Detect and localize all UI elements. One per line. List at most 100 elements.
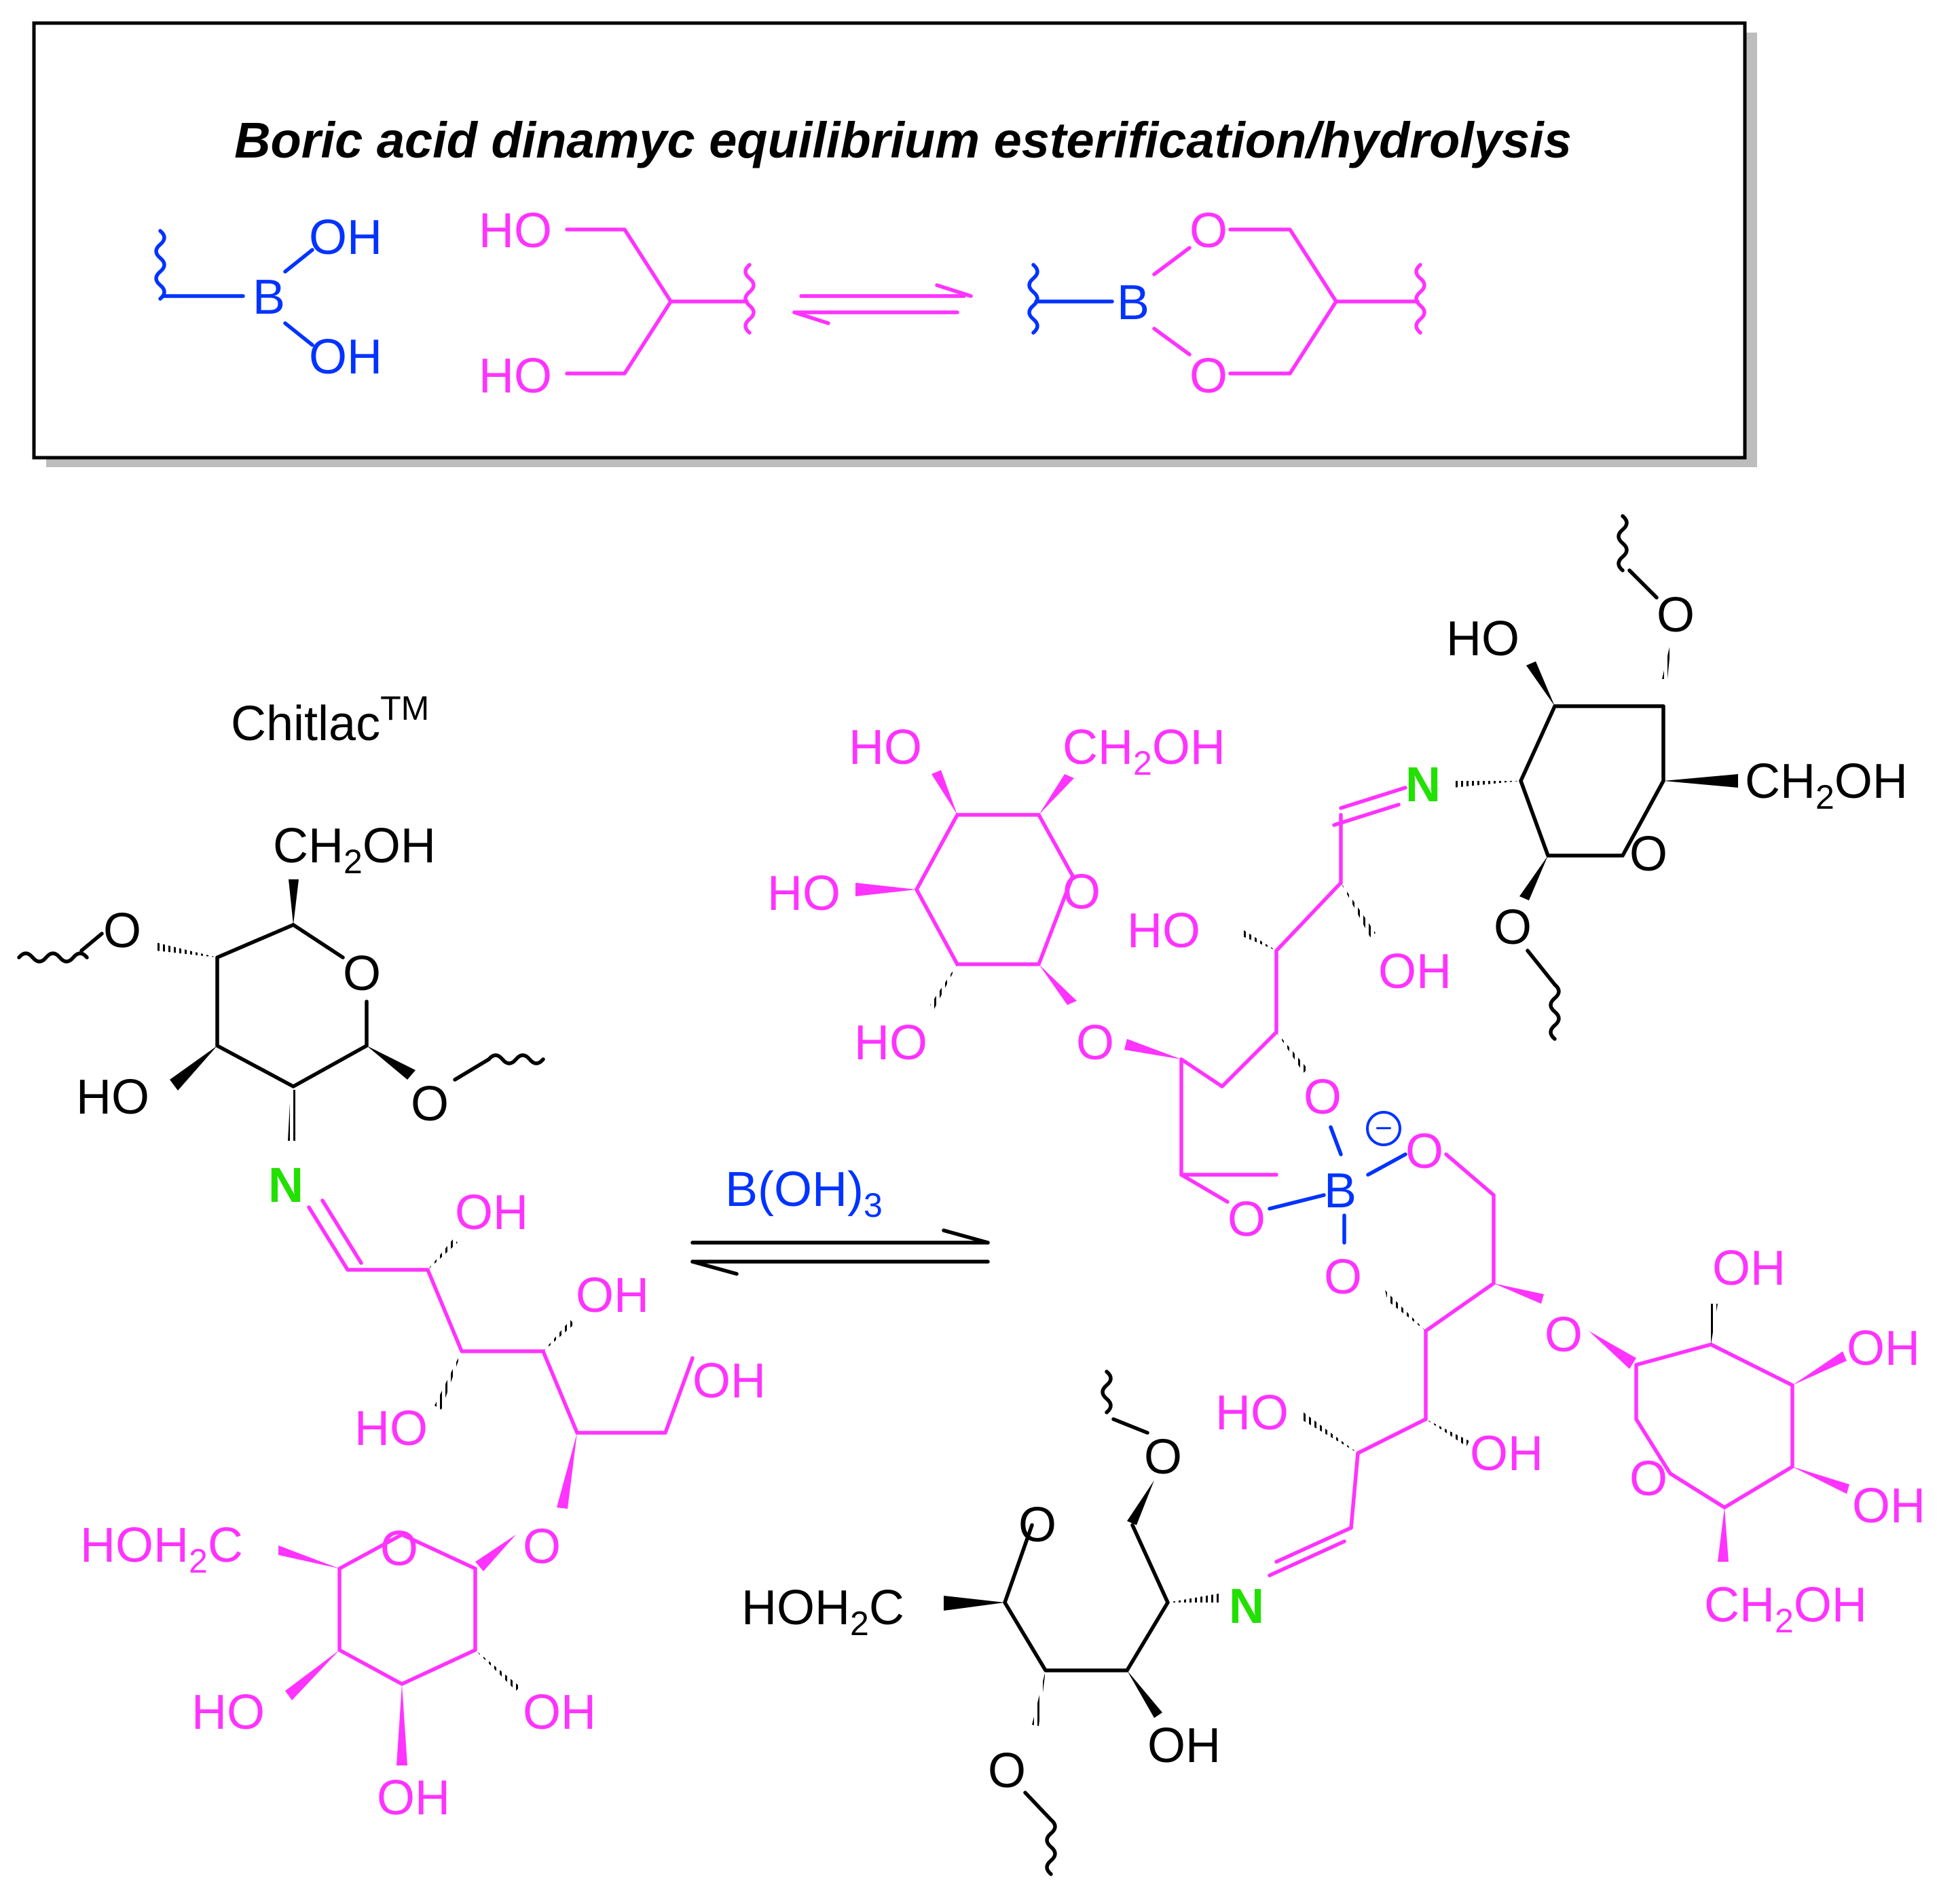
hash-bond xyxy=(1710,1304,1718,1344)
box-title: Boric acid dinamyc equilibrium esterific… xyxy=(234,112,1572,168)
wavy-bond xyxy=(743,263,756,335)
ester-boron: B xyxy=(1117,276,1149,330)
wavy-bond xyxy=(1045,1818,1057,1876)
gal-oh-1: OH xyxy=(523,1685,596,1740)
oh-3: OH xyxy=(693,1354,766,1408)
hash-bond xyxy=(1662,638,1672,679)
diol: HO HO xyxy=(479,204,756,403)
borate-o3: O xyxy=(1405,1124,1443,1179)
hash-bond xyxy=(435,1351,462,1410)
borate-boron: B xyxy=(1324,1164,1357,1218)
top-o: O xyxy=(1657,588,1695,642)
wedge xyxy=(1127,1480,1154,1525)
top-lac-ring-o: O xyxy=(1063,865,1101,919)
top-ring-o: O xyxy=(1629,827,1667,881)
hash-bond xyxy=(1426,1419,1469,1446)
top-lac-ch2oh: CH2OH xyxy=(1063,720,1225,782)
wedge xyxy=(1124,1039,1181,1059)
oh-upper: OH xyxy=(309,210,382,265)
bot-hoh2c: HOH2C xyxy=(741,1581,904,1643)
wedge xyxy=(289,879,299,925)
wedge xyxy=(170,1046,217,1091)
ho-upper: HO xyxy=(479,204,552,258)
wedge xyxy=(1526,661,1555,706)
bot-lac-ho1: HO xyxy=(1215,1386,1289,1440)
ester-o-upper: O xyxy=(1189,204,1228,258)
reagent-arrow: B(OH)3 xyxy=(690,1162,990,1276)
bot-lac-ch2oh: CH2OH xyxy=(1704,1578,1867,1640)
top-lac-ho3: HO xyxy=(854,1016,927,1070)
hash-bond xyxy=(1032,1670,1046,1726)
product-top-chitosan: O HO N CH2OH O O xyxy=(1405,514,1908,1041)
o-right: O xyxy=(411,1077,449,1131)
bot-lac-oh1: OH xyxy=(1712,1241,1786,1296)
wedge xyxy=(475,1535,516,1571)
top-ho: HO xyxy=(1446,612,1519,666)
wedge xyxy=(1663,774,1738,788)
hash-bond xyxy=(1168,1593,1222,1603)
o-link: O xyxy=(523,1520,561,1574)
top-n: N xyxy=(1405,758,1441,812)
bot-top-o: O xyxy=(1144,1430,1182,1484)
wedge xyxy=(1494,1283,1544,1304)
ho-2: HO xyxy=(354,1402,428,1456)
top-lac-o-link: O xyxy=(1076,1016,1114,1070)
bot-n: N xyxy=(1229,1579,1264,1634)
bot-lac-oh2: OH xyxy=(1470,1427,1543,1481)
hash-bond xyxy=(475,1650,520,1691)
bot-oh: OH xyxy=(1147,1719,1221,1773)
o-left: O xyxy=(103,904,141,958)
charge-symbol: − xyxy=(1375,1112,1392,1145)
top-lac-ho1: HO xyxy=(849,720,922,775)
gal-hoh2c: HOH2C xyxy=(80,1518,243,1580)
hash-bond xyxy=(1276,1032,1308,1073)
ho-lower: HO xyxy=(479,349,552,403)
borate-crosslinked-product: O HO N CH2OH O O HO CH2OH O HO HO xyxy=(741,514,1925,1876)
wedge xyxy=(278,1545,339,1569)
wedge xyxy=(1792,1467,1849,1494)
product-bottom-chitosan: O O HOH2C N OH O xyxy=(741,1370,1264,1876)
wedge xyxy=(1039,774,1074,815)
wedge xyxy=(557,1433,577,1509)
wavy-bond xyxy=(1027,263,1039,335)
bot-lac-ring-o: O xyxy=(1629,1452,1667,1506)
borate-center: B − O O xyxy=(1268,1111,1443,1304)
wedge xyxy=(367,1046,416,1080)
wedge xyxy=(1718,1507,1729,1562)
wedge xyxy=(1127,1670,1162,1718)
ho: HO xyxy=(76,1070,149,1124)
oh-1: OH xyxy=(455,1186,528,1240)
product-bottom-lactose: O HO OH OH OH O OH CH2OH xyxy=(1215,1152,1925,1640)
wedge xyxy=(931,770,957,815)
bot-bottom-o: O xyxy=(988,1744,1026,1798)
equilibrium-box: Boric acid dinamyc equilibrium esterific… xyxy=(32,21,1757,467)
chitlac-reactant: ChitlacTM CH2OH O O HO O N OH OH HO OH xyxy=(17,689,766,1825)
top-lac-o-b2: O xyxy=(1228,1192,1266,1247)
hash-bond xyxy=(1453,781,1521,788)
hash-bond xyxy=(1341,883,1376,937)
wedge xyxy=(855,883,917,896)
negative-charge xyxy=(1366,1111,1401,1146)
wavy-bond xyxy=(154,229,166,301)
hash-bond xyxy=(1241,930,1276,951)
gal-ring-o: O xyxy=(380,1522,418,1576)
top-lac-ho2: HO xyxy=(767,866,841,921)
top-lac-o-b1: O xyxy=(1304,1070,1342,1124)
product-top-lactose: HO CH2OH O HO HO O HO OH O O xyxy=(767,720,1452,1247)
top-lac-ho4: HO xyxy=(1127,904,1200,958)
boronic-acid: B OH OH xyxy=(154,210,382,384)
wavy-bond xyxy=(487,1053,545,1065)
top-bottom-o: O xyxy=(1494,900,1532,955)
gal-ho: HO xyxy=(191,1685,265,1740)
oh-2: OH xyxy=(576,1268,649,1323)
wavy-bond xyxy=(1414,263,1426,335)
borate-o4: O xyxy=(1324,1250,1362,1304)
equilibrium-arrow-top xyxy=(792,283,973,325)
wedge xyxy=(285,1650,339,1700)
hash-bond xyxy=(156,942,217,957)
boron-atom: B xyxy=(253,270,285,325)
wedge xyxy=(1519,856,1548,900)
ring-o: O xyxy=(343,947,381,1001)
bot-lac-oh3: OH xyxy=(1847,1321,1920,1376)
box-frame xyxy=(32,21,1747,460)
